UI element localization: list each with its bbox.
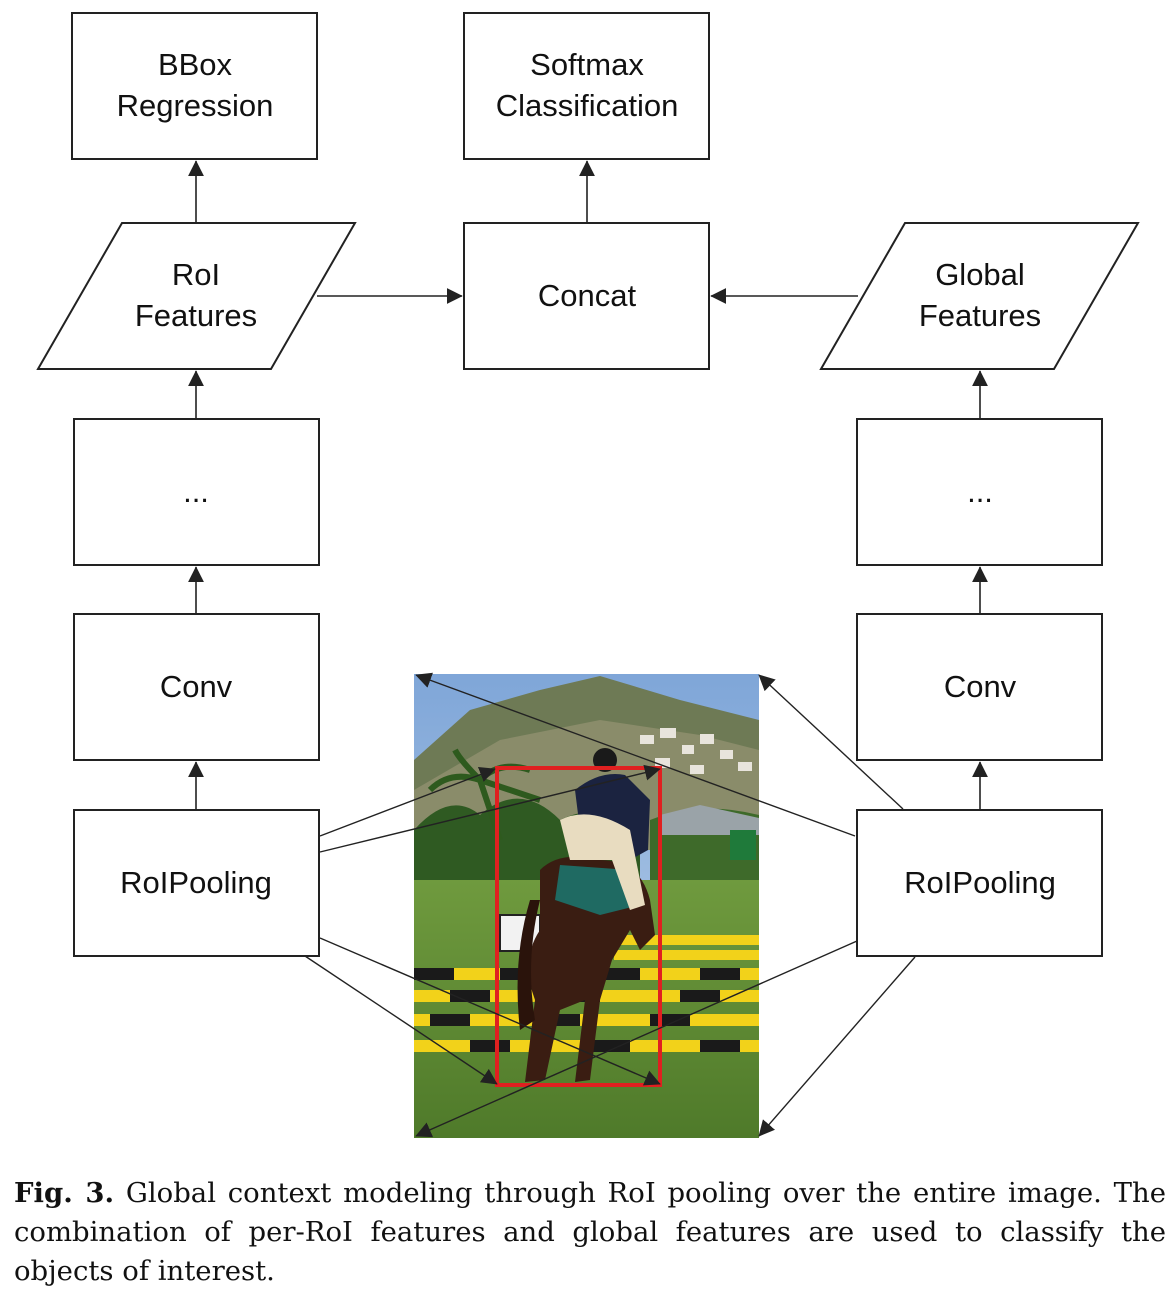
arrow-right-pool-image-bottom-left xyxy=(415,940,858,1138)
architecture-diagram: BBox Regression Softmax Classification R… xyxy=(36,12,1140,1138)
arrow-right-pool-image-top-right xyxy=(758,674,904,810)
arrow-right-pool-image-top-left xyxy=(415,672,856,837)
arrow-right-pool-image-bottom-right xyxy=(758,956,916,1137)
figure-caption: Fig. 3. Global context modeling through … xyxy=(14,1174,1166,1291)
global-features-box xyxy=(819,222,1140,370)
caption-text: Global context modeling through RoI pool… xyxy=(14,1177,1166,1287)
softmax-classification-box xyxy=(463,12,710,160)
left-roipooling-box xyxy=(73,809,320,957)
right-ellipsis-label: ... xyxy=(967,474,993,509)
softmax-label-1: Softmax xyxy=(530,47,644,82)
roi-box xyxy=(495,766,662,1087)
left-ellipsis-box xyxy=(73,418,320,566)
global-features-label-1: Global xyxy=(935,257,1025,292)
bbox-regression-label-1: BBox xyxy=(158,47,233,82)
softmax-label-2: Classification xyxy=(496,88,679,123)
right-ellipsis-box xyxy=(856,418,1103,566)
caption-label: Fig. 3. xyxy=(14,1177,115,1209)
arrow-left-pool-roi-top-left xyxy=(319,766,496,837)
horse-jumping-photo xyxy=(414,674,759,1138)
right-conv-label: Conv xyxy=(944,669,1017,704)
bbox-regression-label-2: Regression xyxy=(117,88,274,123)
arrow-left-pool-roi-bottom-left xyxy=(304,955,498,1085)
arrow-left-pool-roi-bottom-right xyxy=(319,937,661,1086)
left-roipooling-label: RoIPooling xyxy=(120,865,272,900)
right-conv-box xyxy=(856,613,1103,761)
roi-features-label-2: Features xyxy=(135,298,257,333)
arrow-left-pool-roi-top-right xyxy=(319,764,661,853)
left-conv-box xyxy=(73,613,320,761)
concat-box xyxy=(463,222,710,370)
right-roipooling-label: RoIPooling xyxy=(904,865,1056,900)
roi-features-box xyxy=(36,222,357,370)
global-features-label-2: Features xyxy=(919,298,1041,333)
bbox-regression-box xyxy=(71,12,318,160)
concat-label: Concat xyxy=(538,278,637,313)
left-ellipsis-label: ... xyxy=(183,474,209,509)
left-conv-label: Conv xyxy=(160,669,233,704)
right-roipooling-box xyxy=(856,809,1103,957)
roi-features-label-1: RoI xyxy=(172,257,220,292)
